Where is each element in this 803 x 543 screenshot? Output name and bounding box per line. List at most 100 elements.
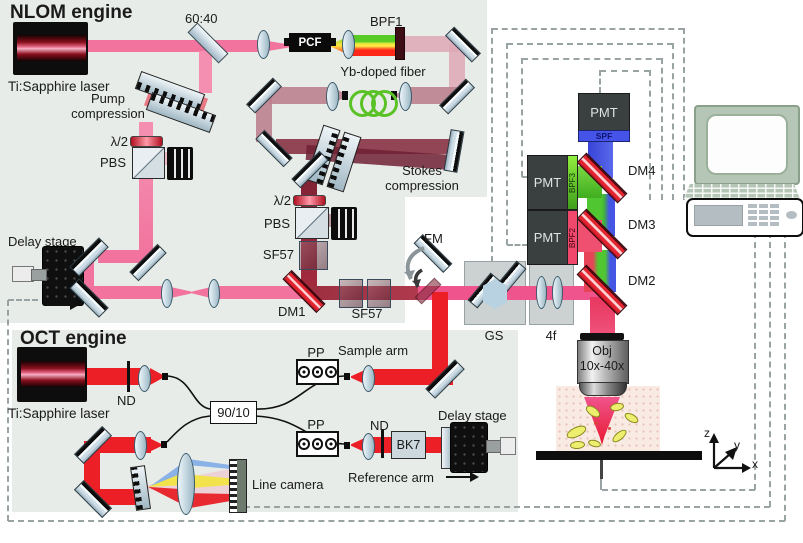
fiber-ferrule [342, 91, 348, 100]
bpf3-label: BPF3 [568, 172, 577, 193]
hwp2-label: λ/2 [273, 193, 291, 208]
line-camera-label: Line camera [252, 477, 324, 492]
control-line [522, 176, 529, 178]
stokes-seed-beam [269, 87, 333, 104]
nd1-label: ND [117, 393, 136, 408]
telescope-lens [161, 279, 173, 308]
lens [399, 82, 412, 111]
fiber-coupler-box: 90/10 [210, 401, 257, 424]
stokes-line2: compression [385, 178, 459, 193]
dm1-label: DM1 [278, 304, 306, 319]
supercontinuum-beam [347, 35, 397, 56]
bpf1-label: BPF1 [370, 14, 403, 29]
coordinate-axes [709, 433, 751, 473]
control-line-delay [7, 300, 9, 521]
control-line-delay [8, 520, 785, 522]
pump-beam [85, 40, 207, 52]
sample-arm-beam [432, 292, 448, 386]
daq-display [694, 205, 743, 226]
nlom-delay-label: Delay stage [8, 234, 77, 249]
stage-post [600, 460, 603, 479]
pcf-box: PCF [289, 33, 331, 52]
polarizing-beamsplitter [132, 147, 165, 179]
pump-beam [213, 286, 307, 299]
nd-filter [127, 361, 130, 392]
polarization-paddles [296, 359, 339, 385]
fiber-ferrule [162, 373, 168, 380]
fiber-ferrule [344, 442, 350, 449]
hwp1-label: λ/2 [110, 134, 128, 149]
keyboard [684, 184, 800, 199]
stokes-line1: Stokes [402, 163, 442, 178]
lens [257, 30, 270, 59]
dm4-label: DM4 [628, 163, 656, 178]
bk7-label: BK7 [396, 438, 421, 452]
pmt-detector: PMT [527, 210, 568, 265]
control-line [600, 70, 650, 72]
excitation-beam [418, 286, 612, 300]
fiber-ferrule [161, 441, 167, 448]
sf57-block [367, 279, 391, 308]
control-line [492, 28, 684, 30]
polarizing-beamsplitter [295, 207, 329, 239]
combined-beam [305, 286, 425, 300]
control-line-delay [8, 299, 38, 301]
4f-label: 4f [545, 328, 557, 343]
bandpass-filter-2: BPF2 [567, 210, 578, 265]
axis-x-label: x [752, 457, 758, 471]
motion-arrow-head [70, 300, 79, 310]
micrometer [500, 437, 516, 455]
gs-label: GS [484, 328, 504, 343]
pbs2-label: PBS [263, 216, 290, 231]
control-line-stage [600, 478, 602, 490]
bpf2-label: BPF2 [568, 227, 577, 248]
objective-mag-label: 10x-40x [579, 359, 625, 373]
spf-label: SPF [595, 131, 613, 141]
4f-lens [552, 276, 563, 309]
yb-fiber-coil [371, 90, 398, 117]
objective-body [577, 340, 629, 384]
control-line-delay [784, 232, 786, 521]
half-wave-plate [130, 136, 163, 147]
flip-arrows [404, 246, 425, 288]
pump-beam [94, 286, 168, 299]
bk7-block: BK7 [391, 431, 426, 459]
micrometer [31, 269, 47, 281]
oct-delay-stage [450, 422, 488, 473]
beam-dump [167, 147, 193, 180]
polarization-paddles [296, 431, 339, 457]
daq-buttons [748, 204, 784, 229]
fiber-ferrule [344, 373, 350, 380]
motion-arrow [46, 304, 70, 306]
pump-comp-line1: Pump [91, 91, 125, 106]
dm2-label: DM2 [628, 273, 656, 288]
monitor-screen [706, 114, 788, 175]
axis-z-label: z [704, 426, 710, 440]
yb-fiber-label: Yb-doped fiber [340, 64, 426, 79]
telescope-lens [208, 279, 220, 308]
coupler-label: 90/10 [217, 405, 250, 420]
pump-beam [98, 250, 146, 263]
splitter-label: 60:40 [185, 11, 218, 26]
nlom-laser-cavity [17, 35, 86, 61]
pmt-label: PMT [590, 104, 618, 120]
control-line-gs [491, 28, 493, 262]
pmt-label: PMT [533, 230, 562, 245]
control-line-pmt1 [599, 70, 601, 93]
bandpass-filter-3: BPF3 [567, 155, 578, 210]
control-line-stage [754, 232, 756, 490]
lens [138, 365, 151, 392]
nlom-laser-label: Ti:Sapphire laser [8, 79, 110, 94]
sf57-block [299, 241, 328, 270]
sf57-block [339, 279, 363, 308]
daq-knob [786, 211, 797, 219]
oct-title: OCT engine [20, 328, 127, 349]
control-line [661, 58, 663, 200]
pp1-label: PP [307, 345, 325, 360]
pmt-label: PMT [533, 175, 562, 190]
motion-arrow-head [470, 472, 479, 482]
control-line-stage [602, 489, 755, 491]
lens [342, 30, 355, 59]
